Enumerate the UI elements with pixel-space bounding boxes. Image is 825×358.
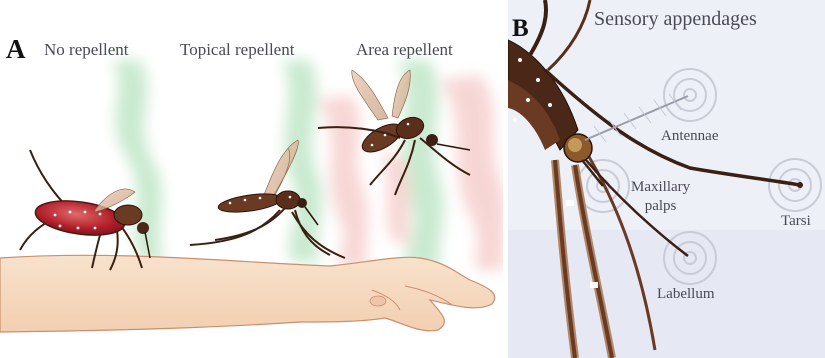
condition-label-area-repellent: Area repellent (356, 40, 453, 60)
mosquito-feeding (20, 150, 150, 270)
appendage-label-antennae: Antennae (661, 128, 718, 145)
maxillary-label-line2: palps (631, 197, 690, 216)
condition-label-no-repellent: No repellent (44, 40, 129, 60)
appendage-label-labellum: Labellum (657, 286, 714, 303)
condition-label-topical-repellent: Topical repellent (180, 40, 294, 60)
panel-b-letter: B (512, 16, 529, 41)
panel-a-letter: A (6, 36, 26, 63)
appendage-label-maxillary-palps: Maxillary palps (631, 178, 690, 216)
appendage-label-tarsi: Tarsi (781, 213, 811, 230)
panel-divider (503, 0, 508, 358)
panel-b-title: Sensory appendages (594, 8, 757, 31)
plume-topical-repellent (282, 60, 368, 268)
arm (0, 255, 495, 332)
maxillary-label-line1: Maxillary (631, 178, 690, 197)
